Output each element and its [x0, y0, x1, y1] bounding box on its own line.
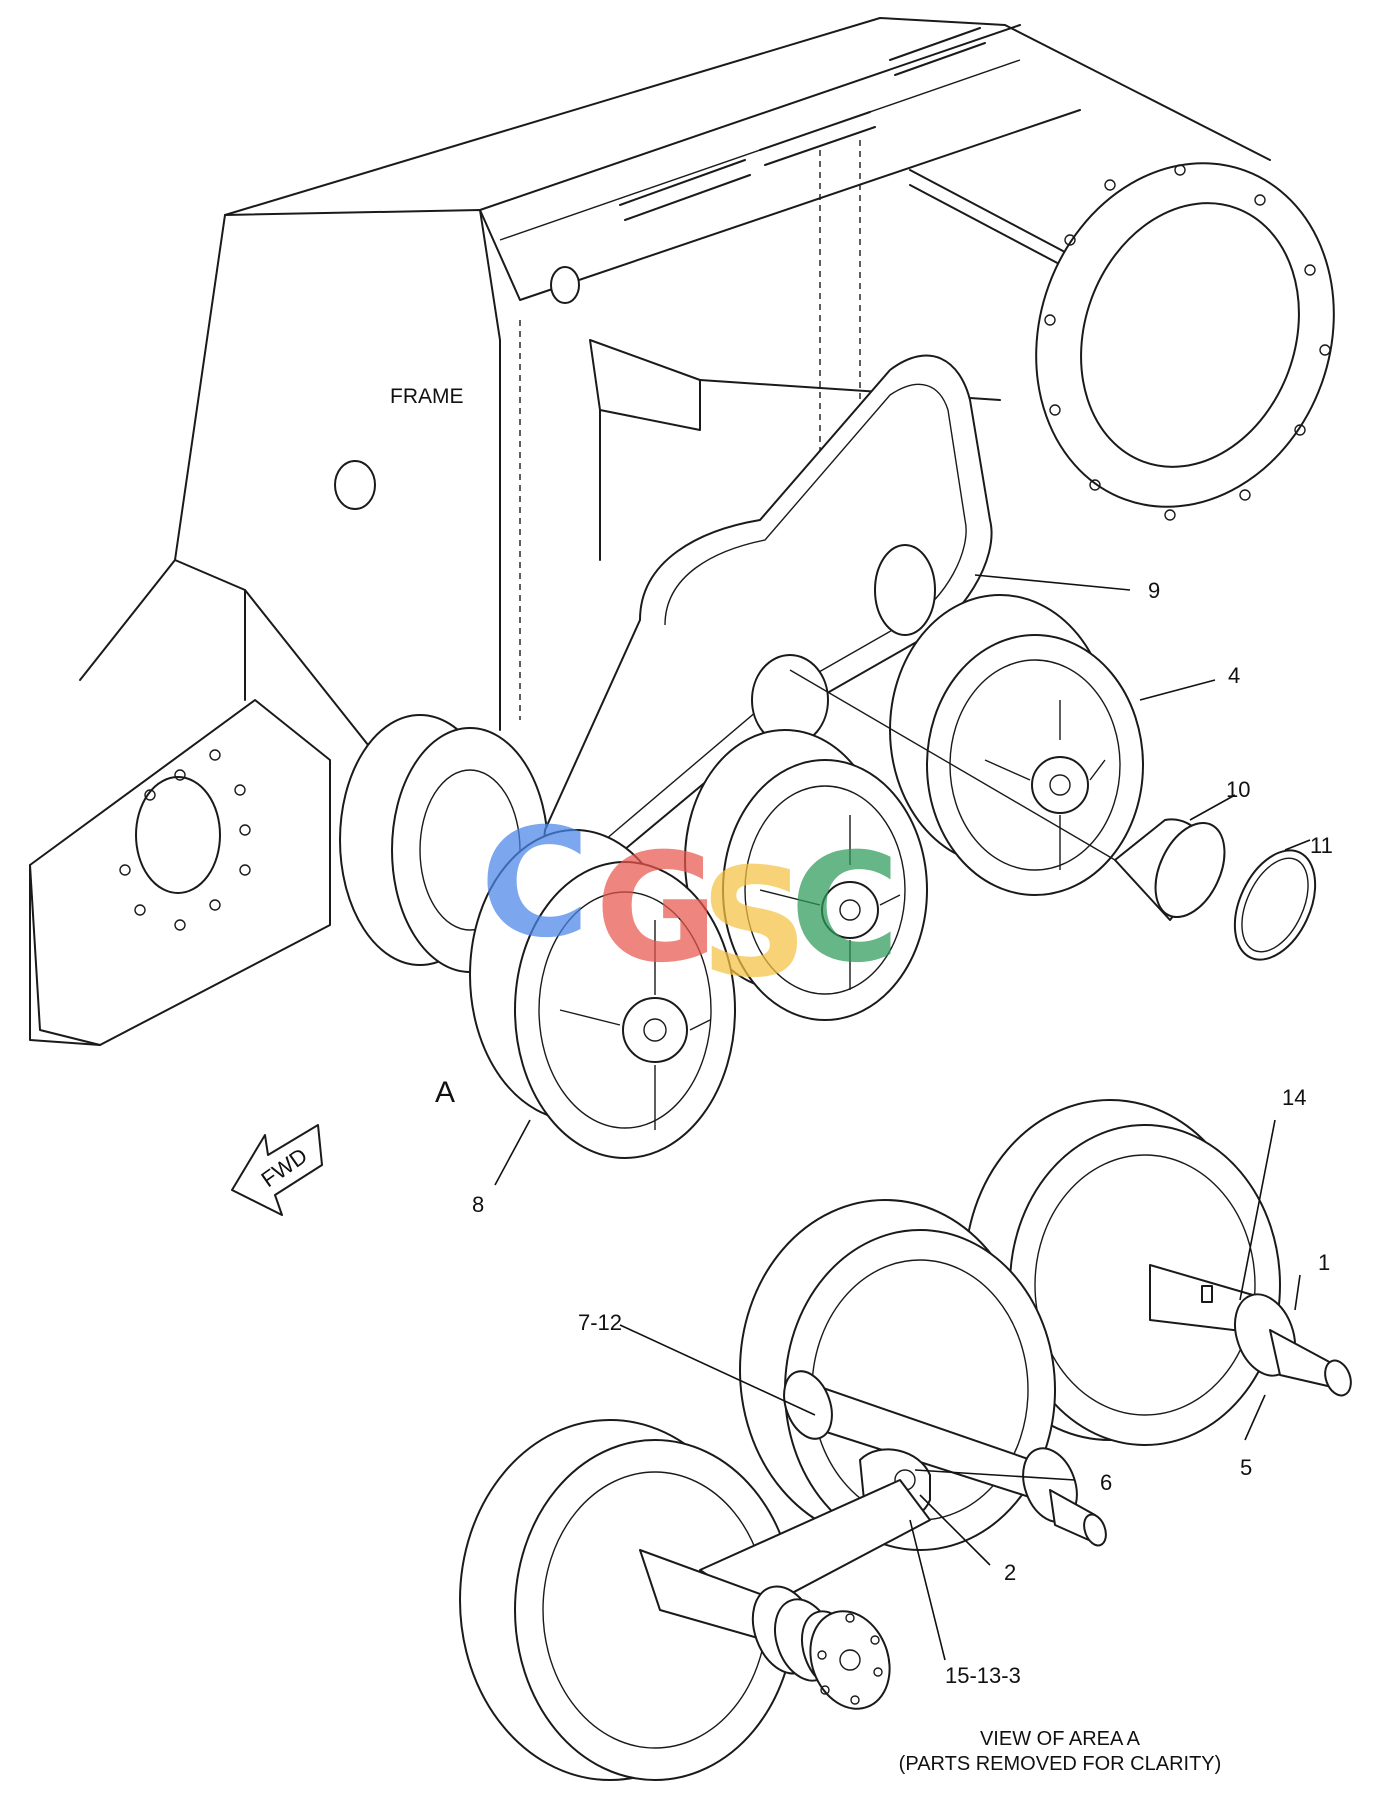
frame-structure	[29, 17, 1335, 1046]
area-label: A	[435, 1076, 455, 1109]
callout-4: 4	[1228, 663, 1240, 688]
view-caption-line1: VIEW OF AREA A	[980, 1728, 1141, 1750]
watermark-letter-3: S	[700, 837, 808, 1011]
bogie-assembly	[339, 354, 1317, 1159]
callout-7-12: 7-12	[578, 1310, 622, 1335]
leader-lines	[494, 574, 1311, 1661]
callout-10: 10	[1226, 777, 1250, 802]
view-caption-line2: (PARTS REMOVED FOR CLARITY)	[899, 1753, 1222, 1775]
callout-9: 9	[1148, 578, 1160, 603]
watermark-letter-1: C	[480, 797, 590, 971]
callout-6: 6	[1100, 1470, 1112, 1495]
watermark-letter-4: C	[790, 822, 900, 996]
callout-2: 2	[1004, 1560, 1016, 1585]
watermark-letter-2: G	[595, 822, 718, 996]
frame-label: FRAME	[390, 385, 464, 408]
view-area-a	[459, 1099, 1352, 1781]
fwd-arrow: FWD	[231, 1124, 323, 1216]
callout-1: 1	[1318, 1250, 1330, 1275]
callout-15-13-3: 15-13-3	[945, 1663, 1021, 1688]
callout-14: 14	[1282, 1085, 1306, 1110]
watermark: C G S C	[480, 797, 900, 1011]
callout-11: 11	[1310, 833, 1333, 858]
callout-5: 5	[1240, 1455, 1252, 1480]
callout-8: 8	[472, 1192, 484, 1217]
